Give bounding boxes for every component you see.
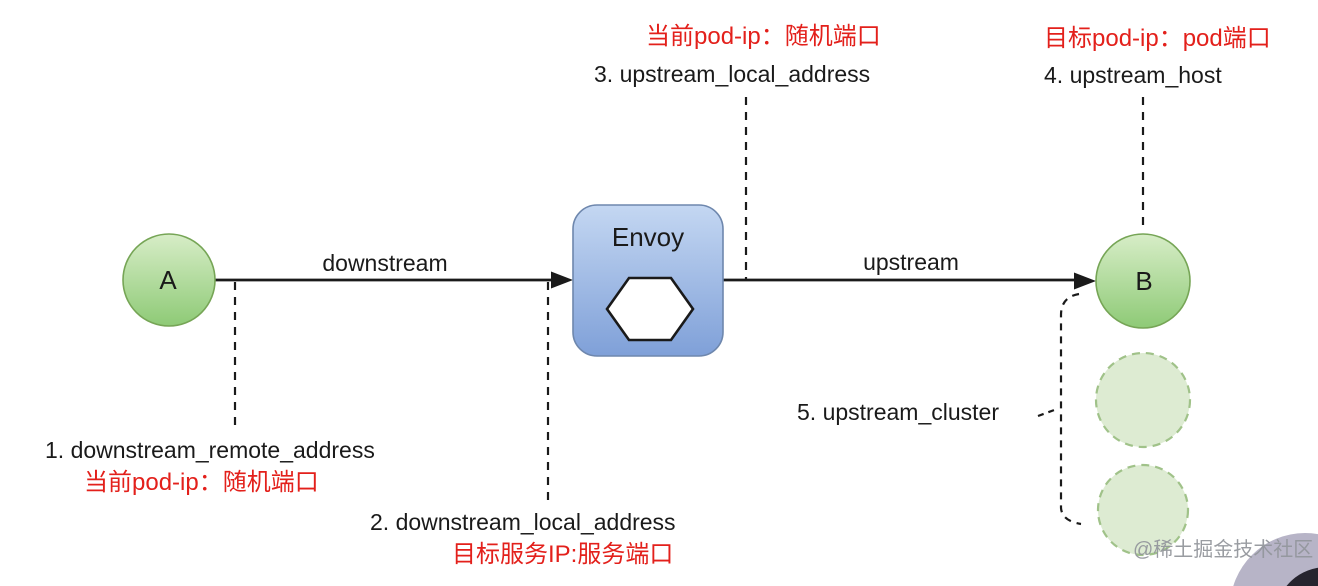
upstream-cluster-brace-tick <box>1037 407 1058 418</box>
downstream-edge-label: downstream <box>322 249 448 276</box>
cluster-endpoint-circle-2 <box>1096 463 1190 557</box>
upstream-host-title: 4. upstream_host <box>1044 62 1222 88</box>
downstream-remote-address-detail: 当前pod-ip：随机端口 <box>84 469 319 496</box>
node-b-label: B <box>1135 266 1153 297</box>
cluster-endpoint-circle-1 <box>1094 351 1192 449</box>
envoy-hexagon-icon <box>605 276 695 342</box>
upstream-local-address-title: 3. upstream_local_address <box>594 61 871 87</box>
node-a-circle <box>122 233 216 327</box>
upstream-arrowhead-icon <box>1074 272 1096 290</box>
envoy-node-label: Envoy <box>611 222 685 253</box>
node-a-label: A <box>159 265 177 296</box>
downstream-local-address-title: 2. downstream_local_address <box>370 509 676 535</box>
watermark-text: @稀土掘金技术社区 <box>1133 539 1314 561</box>
upstream-local-address-detail: 当前pod-ip：随机端口 <box>646 23 881 50</box>
avatar-circle <box>1233 533 1318 586</box>
node-b-circle <box>1095 233 1191 329</box>
downstream-local-address-detail: 目标服务IP:服务端口 <box>452 541 674 568</box>
avatar-dark-shape <box>1286 567 1318 586</box>
upstream-cluster-brace <box>1059 292 1082 526</box>
downstream-remote-address-title: 1. downstream_remote_address <box>45 437 375 463</box>
upstream-cluster-title: 5. upstream_cluster <box>797 399 999 425</box>
upstream-host-detail: 目标pod-ip：pod端口 <box>1044 25 1271 52</box>
upstream-edge-label: upstream <box>863 248 959 275</box>
downstream-arrowhead-icon <box>551 271 573 289</box>
